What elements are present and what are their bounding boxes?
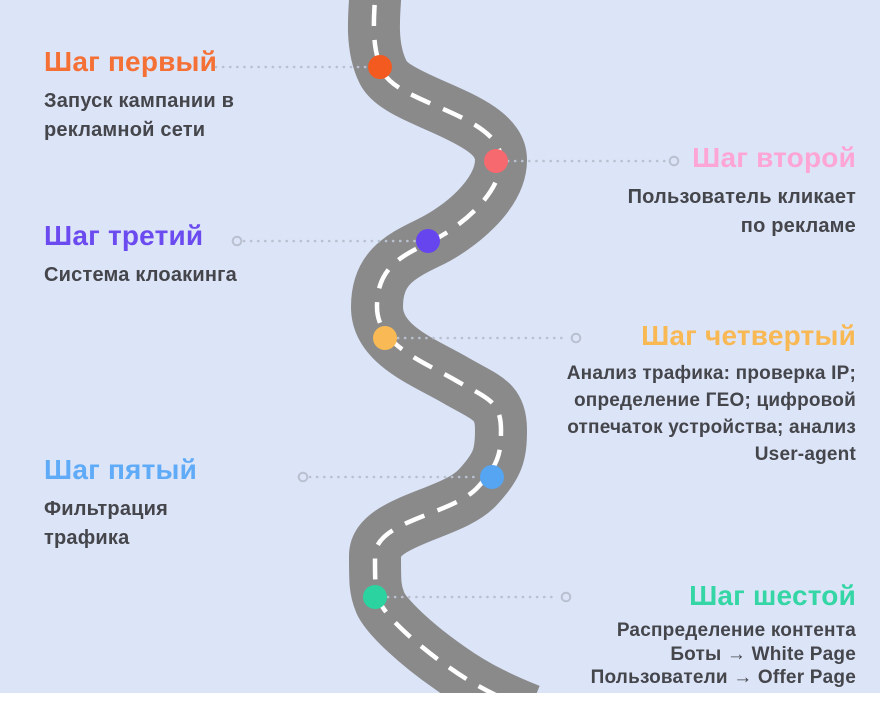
step-description: Анализ трафика: проверка IP; определение…	[566, 363, 856, 466]
step-description: Распределение контента Боты → White Page…	[590, 620, 856, 689]
step-3: Шаг третий Система клоакинга	[44, 220, 237, 290]
step-2: Шаг второй Пользователь кликает по рекла…	[628, 142, 856, 241]
step-title: Шаг пятый	[44, 454, 198, 485]
step-5: Шаг пятый Фильтрация трафика	[44, 454, 197, 553]
step-title: Шаг шестой	[689, 580, 856, 611]
step-title: Шаг первый	[44, 46, 218, 77]
leader-circle-5	[297, 471, 309, 483]
leader-circle-2	[668, 155, 680, 167]
leader-end-circles	[231, 155, 680, 603]
bottom-white-strip	[0, 693, 880, 717]
leader-circle-6	[560, 591, 572, 603]
step-dot-1	[368, 55, 392, 79]
step-dot-6	[363, 585, 387, 609]
leader-lines	[214, 65, 668, 599]
step-1: Шаг первый Запуск кампании в рекламной с…	[44, 46, 234, 145]
step-dot-4	[373, 326, 397, 350]
step-description: Фильтрация трафика	[44, 498, 169, 550]
step-4: Шаг четвертый Анализ трафика: проверка I…	[526, 320, 856, 469]
step-dot-2	[484, 149, 508, 173]
step-title: Шаг четвертый	[641, 320, 856, 351]
leader-circle-4	[570, 332, 582, 344]
step-dot-3	[416, 229, 440, 253]
roadmap-graphic	[214, 0, 680, 693]
roadmap-canvas: Шаг первый Запуск кампании в рекламной с…	[0, 0, 880, 693]
step-dot-5	[480, 465, 504, 489]
leader-circle-3	[231, 235, 243, 247]
step-description: Пользователь кликает по рекламе	[627, 186, 856, 238]
step-dots	[363, 55, 508, 609]
step-description: Запуск кампании в рекламной сети	[44, 90, 235, 142]
step-description: Система клоакинга	[44, 264, 237, 287]
step-6: Шаг шестой Распределение контента Боты →…	[516, 580, 856, 690]
step-title: Шаг третий	[44, 220, 204, 251]
step-title: Шаг второй	[692, 142, 856, 173]
